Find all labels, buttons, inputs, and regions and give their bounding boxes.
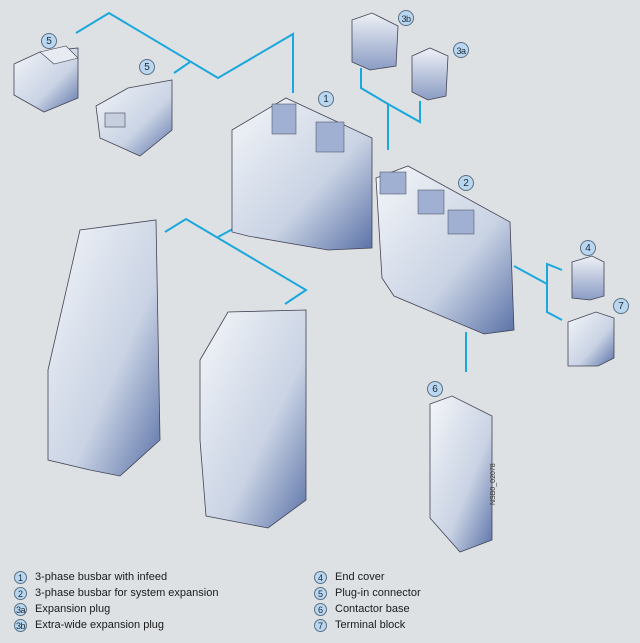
contactor-base (429, 395, 493, 553)
legend-left: 1 3-phase busbar with infeed 2 3-phase bus… (14, 569, 218, 633)
line-3a-branch (387, 101, 421, 124)
callout-badge-5: 5 (139, 59, 155, 75)
line-3-to-2 (360, 68, 389, 150)
callout-badge-5: 5 (41, 33, 57, 49)
legend-badge: 1 (14, 570, 27, 584)
line-1-to-starters (164, 217, 308, 305)
legend-badge: 7 (314, 618, 327, 632)
legend-label: 3-phase busbar with infeed (35, 571, 168, 583)
line-5b-branch (173, 61, 191, 74)
legend-label: End cover (335, 571, 385, 583)
legend-badge: 3a (14, 602, 27, 616)
expansion-plug (411, 47, 449, 101)
legend-badge: 5 (314, 586, 327, 600)
legend-right: 4 End cover 5 Plug-in connector 6 Contactor… (314, 569, 421, 633)
starter-assembly-small (199, 309, 307, 529)
starter-assembly-large (47, 219, 161, 477)
callout-badge-6: 6 (427, 381, 443, 397)
legend-item: 7 Terminal block (314, 617, 421, 633)
callout-badge-1: 1 (318, 91, 334, 107)
legend-badge: 3b (14, 618, 27, 632)
callout-badge-3b: 3b (398, 10, 414, 26)
legend-badge: 2 (14, 586, 27, 600)
legend-item: 4 End cover (314, 569, 421, 585)
callout-badge-2: 2 (458, 175, 474, 191)
legend-label: Extra-wide expansion plug (35, 619, 165, 631)
line-5-to-1 (75, 11, 294, 93)
legend-badge: 4 (314, 570, 327, 584)
legend-item: 6 Contactor base (314, 601, 421, 617)
legend-label: Terminal block (335, 619, 406, 631)
legend-item: 2 3-phase busbar for system expansion (14, 585, 218, 601)
legend-item: 3a Expansion plug (14, 601, 218, 617)
busbar-for-expansion (375, 165, 515, 335)
legend-item: 5 Plug-in connector (314, 585, 421, 601)
callout-badge-3a: 3a (453, 42, 469, 58)
legend-item: 1 3-phase busbar with infeed (14, 569, 218, 585)
callout-badge-7: 7 (613, 298, 629, 314)
plug-in-connector-large (95, 79, 173, 157)
plug-in-connector-small (13, 45, 79, 113)
exploded-diagram (13, 11, 615, 553)
legend-badge: 6 (314, 602, 327, 616)
busbar-with-infeed (231, 97, 373, 251)
end-cover (571, 255, 605, 301)
legend-label: Expansion plug (35, 603, 111, 615)
legend-label: Contactor base (335, 603, 410, 615)
terminal-block (567, 311, 615, 367)
document-id: NSB0_02078 (490, 463, 497, 505)
callout-badge-4: 4 (580, 240, 596, 256)
line-7-branch (546, 284, 563, 321)
legend-label: Plug-in connector (335, 587, 421, 599)
line-2-to-4-7 (513, 262, 563, 286)
legend-label: 3-phase busbar for system expansion (35, 587, 219, 599)
legend-item: 3b Extra-wide expansion plug (14, 617, 218, 633)
extra-wide-expansion-plug (351, 12, 399, 71)
